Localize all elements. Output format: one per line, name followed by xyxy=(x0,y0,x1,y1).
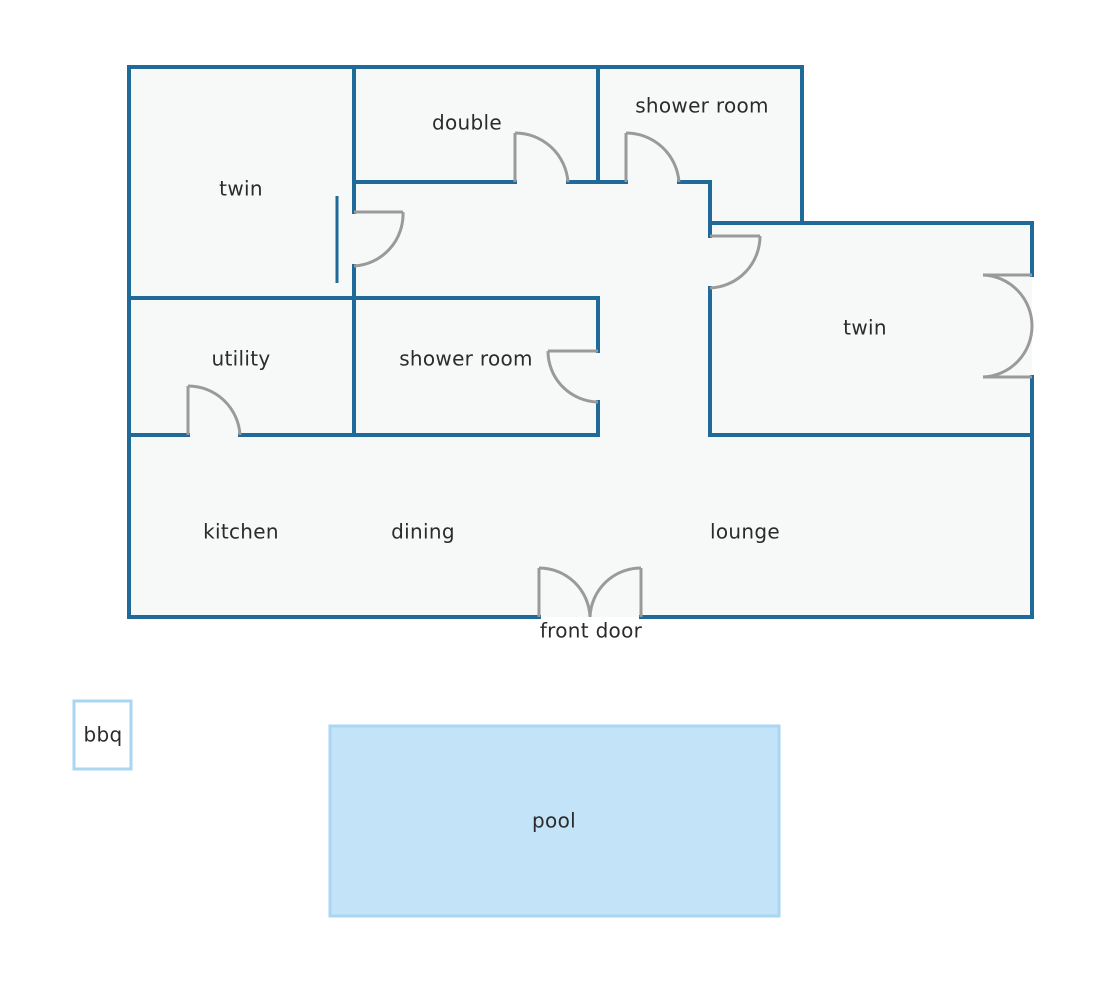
door-shower-top xyxy=(624,131,681,183)
room-label-twin-right: twin xyxy=(843,316,887,340)
door-twin-right xyxy=(709,234,762,290)
front-door-left xyxy=(537,566,592,618)
door-utility xyxy=(186,384,242,436)
room-label-twin-left: twin xyxy=(219,177,263,201)
label-bbq: bbq xyxy=(84,723,123,747)
bbq-box xyxy=(72,699,133,771)
room-label-dining: dining xyxy=(391,520,455,544)
room-label-double: double xyxy=(432,111,502,135)
pool-area xyxy=(328,724,781,918)
wall-corridor-top-c xyxy=(677,180,712,238)
exterior-wall-right-upper xyxy=(708,221,1034,277)
wall-shower-mid-right xyxy=(238,400,600,437)
label-pool: pool xyxy=(532,809,576,833)
door-twin-left xyxy=(353,210,405,268)
wall-shower-mid-top xyxy=(352,296,600,353)
label-front-door: front door xyxy=(540,619,643,643)
exterior-wall-bottom-right xyxy=(639,375,1034,619)
door-twin-right-exterior-top xyxy=(982,273,1034,327)
door-double xyxy=(513,131,570,183)
door-twin-right-exterior-bottom xyxy=(982,325,1034,379)
exterior-wall-left xyxy=(127,65,541,619)
room-label-shower-room-mid: shower room xyxy=(399,347,533,371)
room-label-kitchen: kitchen xyxy=(203,520,279,544)
room-label-shower-room-top: shower room xyxy=(635,94,769,118)
room-label-utility: utility xyxy=(212,347,271,371)
wall-twin-right-left xyxy=(708,286,1034,437)
room-label-lounge: lounge xyxy=(710,520,780,544)
door-shower-mid xyxy=(546,349,599,404)
front-door-right xyxy=(588,566,643,618)
